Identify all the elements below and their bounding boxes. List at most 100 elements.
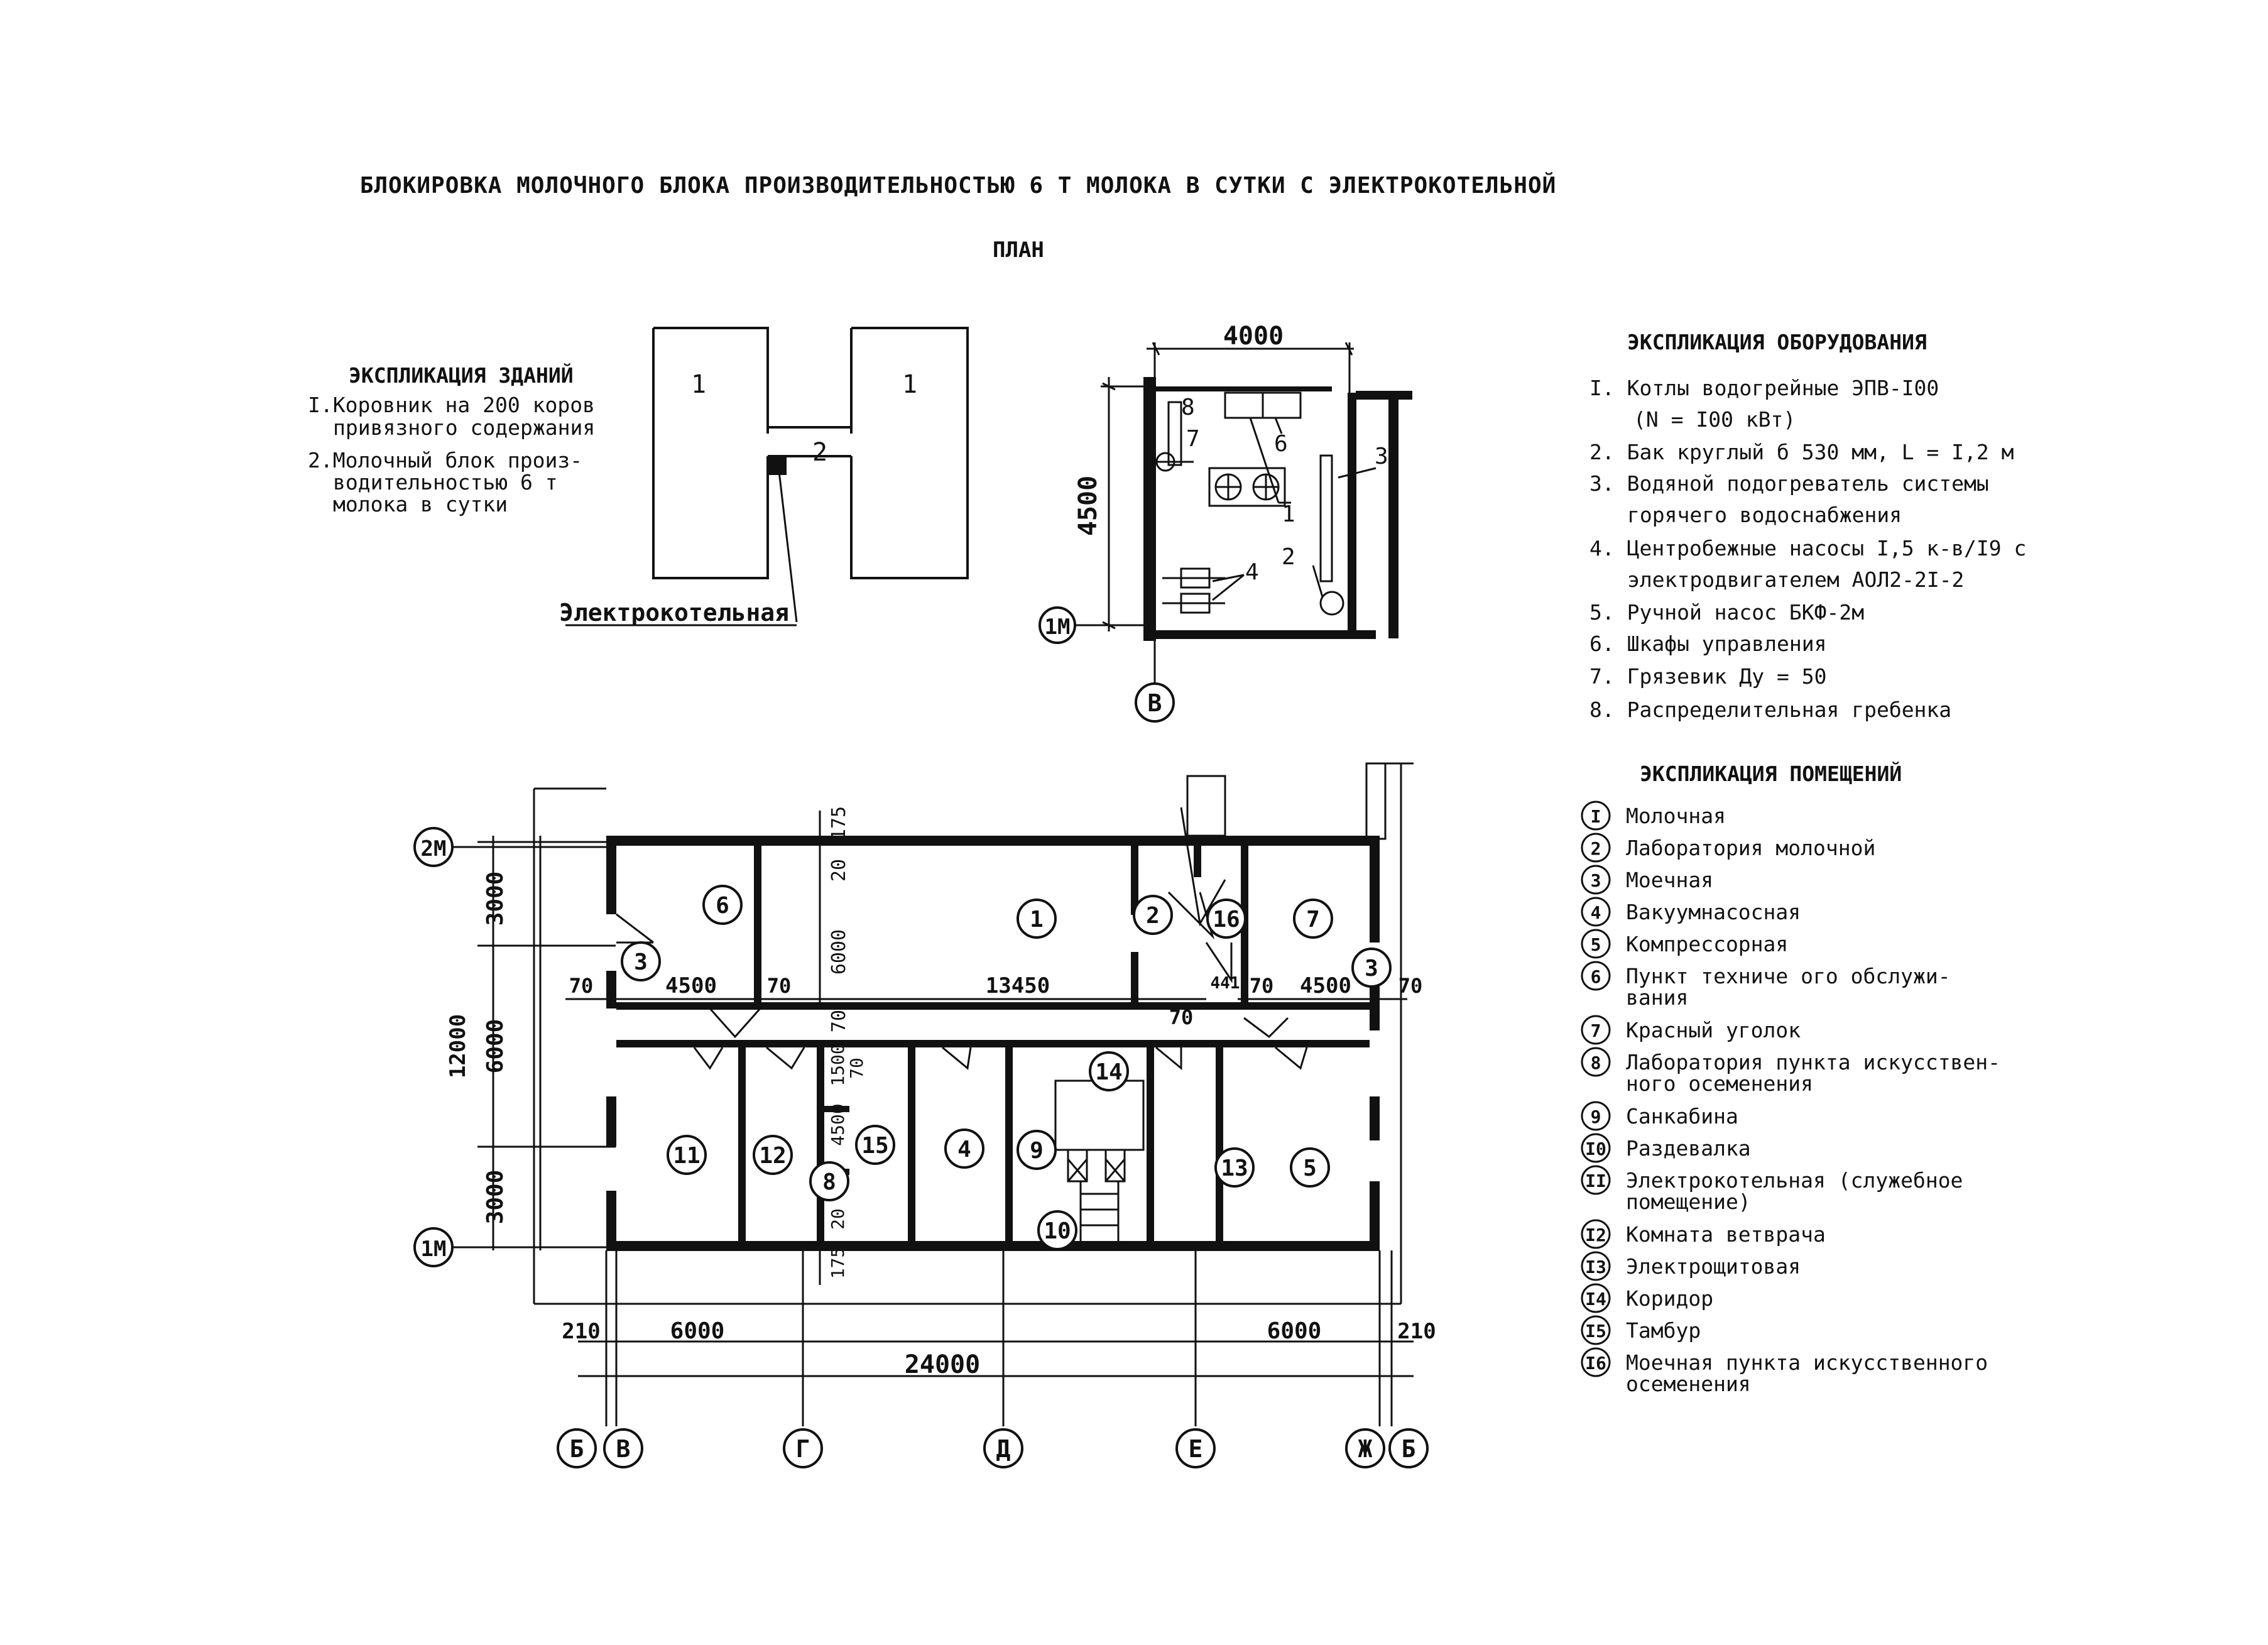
dim-12000: 12000: [445, 1014, 471, 1078]
room-legend-bubble: [1581, 961, 1611, 991]
plan-room-bubble: [1290, 1147, 1330, 1188]
plan-room-bubble: [1037, 1210, 1077, 1250]
dim-13450: 13450: [986, 973, 1050, 998]
site-block-1-left: 1: [691, 370, 706, 399]
room-legend-text: Электрокотельная (служебное: [1626, 1168, 1963, 1193]
plan-room-bubble: [1293, 899, 1333, 939]
site-block-1-right: 1: [902, 370, 917, 399]
dim-4500-right: 4500: [1300, 973, 1351, 998]
dim-3000-top: 3000: [482, 872, 508, 926]
dim-70-b: 70: [767, 974, 792, 998]
room-legend-text: Лаборатория молочной: [1626, 836, 1875, 860]
plan-room-number: 8: [822, 1169, 836, 1195]
equipment-line: 5. Ручной насос БКФ-2м: [1589, 600, 1865, 625]
plan-room-bubble: [753, 1135, 793, 1175]
plan-room-number: 15: [861, 1133, 888, 1159]
plan-room-number: 5: [1303, 1156, 1317, 1181]
dim-4500-left: 4500: [665, 973, 717, 998]
dim-6000-bottom-right: 6000: [1267, 1318, 1322, 1344]
room-legend-number: 3: [1591, 870, 1601, 891]
dim-3000-bottom: 3000: [482, 1170, 508, 1225]
room-legend-number: 5: [1591, 934, 1601, 955]
room-legend-number: 9: [1591, 1107, 1601, 1127]
boiler-room-plan: 8 7 6 1 3 2 4 4000 4500 1М В: [1039, 322, 1412, 723]
plan-room-number: 2: [1146, 903, 1160, 929]
buildings-legend-line: водительностью 6 т: [333, 470, 558, 495]
room-legend-bubble: [1581, 1015, 1611, 1045]
plan-room-number: 13: [1221, 1156, 1248, 1181]
plan-room-number: 11: [673, 1143, 700, 1169]
room-legend-text-cont: ного осеменения: [1626, 1071, 1813, 1096]
boiler-callout-1: 1: [1282, 501, 1295, 527]
equipment-legend-heading: ЭКСПЛИКАЦИЯ ОБОРУДОВАНИЯ: [1627, 330, 1927, 354]
drawing-title: БЛОКИРОВКА МОЛОЧНОГО БЛОКА ПРОИЗВОДИТЕЛЬ…: [359, 173, 1557, 199]
plan-room-bubble: [1089, 1051, 1129, 1091]
dim-1500: 1500: [827, 1044, 848, 1086]
plan-room-bubble: [621, 941, 661, 981]
site-plan: [565, 327, 969, 626]
plan-room-bubble: [702, 885, 743, 925]
dim-210-right: 210: [1397, 1319, 1436, 1344]
dim-175-top: 175: [828, 806, 850, 840]
plan-room-number: 3: [634, 949, 648, 975]
plan-room-number: 16: [1213, 907, 1240, 932]
dim-70-e: 70: [1398, 974, 1423, 998]
dim-6000-vert: 6000: [828, 929, 850, 975]
boiler-callout-2: 2: [1282, 544, 1295, 570]
room-legend-number: II: [1585, 1171, 1606, 1191]
dim-20-top: 20: [828, 859, 850, 882]
column-axis-label: Б: [1402, 1435, 1416, 1463]
column-axis-label: Г: [796, 1435, 810, 1463]
dim-70-f: 70: [846, 1058, 867, 1079]
column-axis-label: Ж: [1358, 1435, 1373, 1463]
dim-210-left: 210: [562, 1319, 600, 1344]
axis-1m-label: 1М: [421, 1237, 447, 1262]
plan-room-number: 14: [1095, 1059, 1122, 1085]
room-legend-bubble: [1581, 897, 1611, 927]
room-legend-number: I5: [1585, 1321, 1606, 1342]
boiler-height-dim: 4500: [1074, 476, 1103, 536]
room-legend-text: Молочная: [1626, 804, 1726, 828]
room-legend-number: I6: [1585, 1353, 1606, 1374]
room-legend-bubble: [1581, 1047, 1611, 1077]
buildings-legend-line: молока в сутки: [333, 492, 508, 516]
room-legend-text: Компрессорная: [1626, 932, 1788, 956]
plan-room-bubble: [855, 1125, 895, 1165]
plan-room-number: 3: [1365, 956, 1378, 981]
plan-room-number: 4: [957, 1137, 971, 1162]
dim-70-vert: 70: [828, 1010, 850, 1032]
room-legend-text-cont: помещение): [1626, 1189, 1751, 1214]
plan-room-number: 12: [759, 1143, 786, 1169]
room-legend-text: Тамбур: [1626, 1318, 1701, 1343]
room-legend-number: I3: [1585, 1257, 1606, 1277]
room-legend-number: 4: [1591, 902, 1601, 923]
plan-room-bubble: [809, 1161, 849, 1201]
room-legend-bubble: [1581, 1315, 1611, 1345]
column-axis-bubble: [1175, 1428, 1216, 1468]
room-legend-bubble: [1581, 1219, 1611, 1249]
dim-6000-bottom-left: 6000: [670, 1318, 725, 1344]
room-legend-bubble: [1581, 1101, 1611, 1131]
boiler-callout-6: 6: [1274, 431, 1288, 457]
boiler-axis-1m: 1М: [1045, 615, 1071, 640]
equipment-line: 6. Шкафы управления: [1589, 631, 1827, 656]
plan-room-number: 6: [716, 893, 729, 919]
room-legend-text-cont: вания: [1626, 985, 1688, 1010]
dim-20-vert: 20: [827, 1208, 848, 1230]
room-legend-number: 7: [1591, 1020, 1601, 1041]
plan-room-bubble: [1017, 1130, 1057, 1170]
room-legend-text: Санкабина: [1626, 1104, 1738, 1129]
axis-2m-label: 2М: [421, 836, 447, 861]
equipment-line: электродвигателем АОЛ2-2I-2: [1627, 567, 1965, 592]
room-legend-bubble: [1581, 833, 1611, 863]
site-block-2: 2: [812, 438, 827, 467]
boiler-axis-v-bubble: [1135, 682, 1175, 723]
equipment-line: 8. Распределительная гребенка: [1589, 697, 1952, 722]
room-legend-text: Моечная: [1626, 868, 1713, 892]
room-legend-text: Красный уголок: [1626, 1018, 1801, 1042]
room-legend-bubble: [1581, 929, 1611, 959]
plan-room-bubble: [1351, 948, 1392, 988]
room-legend-bubble: [1581, 1347, 1611, 1377]
